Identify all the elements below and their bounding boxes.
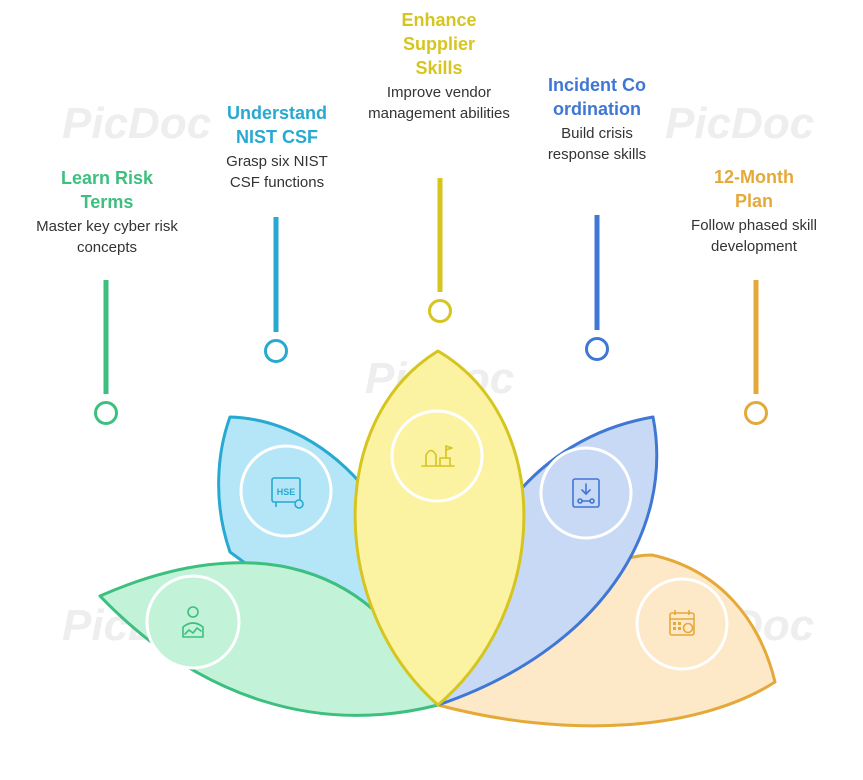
supply-landscape-icon — [421, 445, 455, 467]
calendar-dollar-icon — [669, 610, 695, 636]
step-12-month-plan: 12-Month Plan Follow phased skill develo… — [690, 165, 818, 257]
step-description: Build crisis response skills — [547, 125, 647, 163]
step-title: 12-Month Plan — [714, 167, 794, 211]
step-title: Enhance Supplier Skills — [401, 10, 477, 78]
step-description: Master key cyber risk concepts — [36, 218, 178, 256]
step-enhance-supplier-skills: Enhance Supplier Skills Improve vendor m… — [366, 8, 512, 124]
hse-monitor-icon: HSE — [271, 477, 304, 509]
step-description: Follow phased skill development — [691, 217, 817, 255]
step-title: Understand NIST CSF — [226, 103, 327, 147]
step-title: Incident Coordination — [548, 75, 646, 119]
step-incident-coordination: Incident Coordination Build crisis respo… — [534, 73, 660, 165]
step-title: Learn Risk Terms — [60, 168, 154, 212]
step-learn-risk-terms: Learn Risk Terms Master key cyber risk c… — [36, 166, 178, 258]
svg-text:PicDoc: PicDoc — [665, 99, 814, 148]
step-description: Grasp six NIST CSF functions — [226, 153, 328, 191]
step-description: Improve vendor management abilities — [368, 84, 510, 122]
svg-text:PicDoc: PicDoc — [62, 99, 211, 148]
person-chart-icon — [182, 606, 204, 638]
icon-circle-learn-risk-terms — [145, 574, 241, 670]
step-understand-nist-csf: Understand NIST CSF Grasp six NIST CSF f… — [212, 101, 342, 193]
icon-circle-incident-coordination — [539, 446, 633, 540]
icon-circle-enhance-supplier-skills — [390, 409, 484, 503]
connector-12-month-plan — [744, 280, 768, 425]
icon-circle-12-month-plan — [635, 577, 729, 671]
svg-text:HSE: HSE — [277, 487, 296, 497]
connector-understand-nist-csf — [264, 217, 288, 363]
device-download-icon — [572, 478, 600, 508]
icon-circle-understand-nist-csf: HSE — [239, 444, 333, 538]
connector-incident-coordination — [585, 215, 609, 361]
connector-enhance-supplier-skills — [428, 178, 452, 323]
connector-learn-risk-terms — [94, 280, 118, 425]
